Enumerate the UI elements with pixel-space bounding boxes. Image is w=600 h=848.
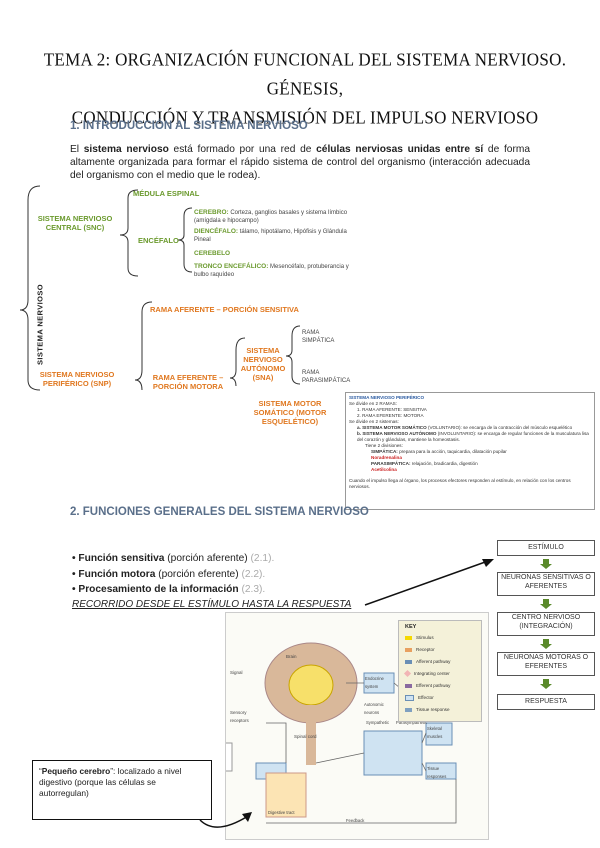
down-arrow-icon: [540, 639, 552, 649]
label-feedback: Feedback: [346, 818, 365, 823]
nervous-system-figure: Brain Signal Sensory receptors Spinal co…: [225, 612, 489, 840]
key-item: Afferent pathway: [405, 659, 450, 664]
label-spinal: Spinal cord: [294, 734, 317, 739]
key-item: Integrating center: [403, 670, 450, 678]
diencefalo-item: DIENCÉFALO: tálamo, hipotálamo, Hipófisi…: [194, 228, 347, 243]
intro-paragraph: El sistema nervioso está formado por una…: [70, 144, 530, 181]
label-autonomic: Autonomic neurons: [364, 702, 384, 715]
root-brace: [19, 185, 41, 391]
flow-step-integration: CENTRO NERVIOSO (INTEGRACIÓN): [497, 612, 595, 636]
tronco-item: TRONCO ENCEFÁLICO: Mesencéfalo, protuber…: [194, 263, 349, 278]
label-digestive: Digestive tract: [268, 810, 295, 815]
pointer-arrow: [364, 559, 494, 606]
medula-label: MÉDULA ESPINAL: [133, 189, 200, 198]
down-arrow-icon: [540, 559, 552, 569]
swatch-icon: [405, 695, 414, 701]
stimulus-response-flowchart: ESTÍMULO NEURONAS SENSITIVAS O AFERENTES…: [497, 540, 595, 712]
key-item: Effector: [405, 695, 434, 701]
section-heading-2: 2. FUNCIONES GENERALES DEL SISTEMA NERVI…: [70, 506, 369, 518]
key-item: Stimulus: [405, 635, 434, 640]
down-arrow-icon: [540, 679, 552, 689]
key-item: Efferent pathway: [405, 683, 450, 688]
label-skeletal: Skeletal muscles: [427, 726, 443, 739]
key-item: Tissue response: [405, 707, 450, 712]
swatch-icon: [403, 670, 412, 678]
key-item: Receptor: [405, 647, 435, 652]
swatch-icon: [405, 707, 412, 712]
simpatica-label: RAMA SIMPÁTICA: [302, 330, 335, 344]
recorrido-heading: RECORRIDO DESDE EL ESTÍMULO HASTA LA RES…: [72, 599, 352, 610]
swatch-icon: [405, 647, 412, 652]
encefalo-label: ENCÉFALO: [138, 236, 179, 245]
somatico-label: SISTEMA MOTOR SOMÁTICO (MOTOR ESQUELÉTIC…: [253, 399, 327, 426]
section-heading-1: 1. INTRODUCCIÓN AL SISTEMA NERVIOSO: [70, 120, 308, 132]
sna-label: SISTEMA NERVIOSO AUTÓNOMO (SNA): [240, 346, 286, 382]
root-label: SISTEMA NERVIOSO: [35, 284, 45, 365]
label-signal: Signal: [230, 670, 243, 675]
snc-label: SISTEMA NERVIOSO CENTRAL (SNC): [37, 214, 113, 232]
functions-list: Función sensitiva (porción aferente) (2.…: [72, 551, 274, 598]
page-title: TEMA 2: ORGANIZACIÓN FUNCIONAL DEL SISTE…: [43, 49, 567, 128]
label-sympathetic: Sympathetic: [366, 720, 390, 725]
label-parasympathetic: Parasympathetic: [396, 720, 428, 725]
label-endocrine: Endocrine system: [365, 676, 384, 689]
label-sensory: Sensory receptors: [230, 710, 249, 723]
swatch-icon: [405, 683, 412, 688]
small-brain-callout: “Pequeño cerebro”: localizado a nivel di…: [32, 760, 212, 820]
cerebro-item: CEREBRO: Corteza, ganglios basales y sis…: [194, 209, 348, 224]
flow-step-efferent: NEURONAS MOTORAS O EFERENTES: [497, 652, 595, 676]
callout-arrow: [199, 812, 252, 828]
flow-step-afferent: NEURONAS SENSITIVAS O AFERENTES: [497, 572, 595, 596]
parasimpatica-label: RAMA PARASIMPÁTICA: [302, 370, 351, 384]
hierarchy-lines: [19, 185, 301, 391]
down-arrow-icon: [540, 599, 552, 609]
snp-label: SISTEMA NERVIOSO PERIFÉRICO (SNP): [39, 370, 115, 388]
snp-summary-inset: SISTEMA NERVIOSO PERIFÉRICO Se divide en…: [345, 392, 595, 510]
label-brain: Brain: [286, 654, 297, 659]
encefalo-brace: [177, 207, 193, 273]
eferente-brace: [229, 337, 246, 387]
list-item: Función sensitiva (porción aferente) (2.…: [72, 551, 274, 567]
label-tissue: Tissue responses: [427, 766, 447, 779]
figure-key: KEY Stimulus Receptor Afferent pathway I…: [398, 620, 482, 722]
swatch-icon: [405, 635, 412, 640]
sna-brace: [285, 325, 301, 385]
key-title: KEY: [405, 624, 417, 630]
flow-step-response: RESPUESTA: [497, 694, 595, 710]
snp-brace: [134, 301, 153, 391]
cerebelo-item: CEREBELO: [194, 250, 231, 257]
aferente-label: RAMA AFERENTE – PORCIÓN SENSITIVA: [150, 305, 299, 314]
list-item: Procesamiento de la información (2.3).: [72, 582, 274, 598]
eferente-label: RAMA EFERENTE – PORCIÓN MOTORA: [152, 373, 224, 391]
list-item: Función motora (porción eferente) (2.2).: [72, 567, 274, 583]
snc-brace: [119, 189, 139, 277]
flow-step-stimulus: ESTÍMULO: [497, 540, 595, 556]
swatch-icon: [405, 659, 412, 664]
